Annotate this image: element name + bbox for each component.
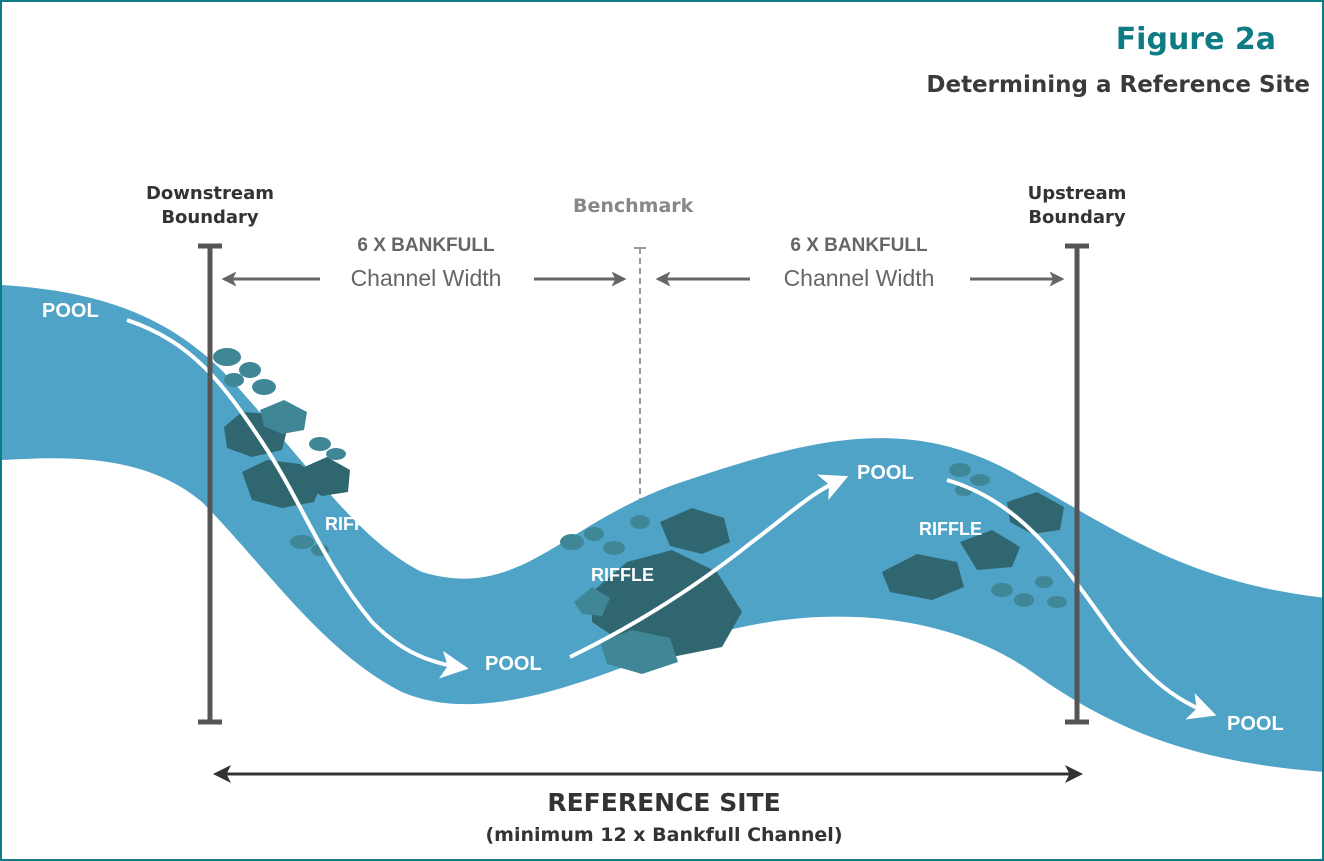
riffle-rocks-right (882, 463, 1067, 608)
flow-arrow-2 (569, 474, 849, 659)
pool-label: POOL (485, 653, 542, 675)
downstream-boundary-label: Downstream Boundary (145, 183, 275, 228)
figure-title: Figure 2a (1115, 22, 1276, 57)
bankfull-right-line2: Channel Width (783, 265, 935, 291)
riffle-label: RIFFLE (325, 514, 388, 534)
reference-site-subtitle: (minimum 12 x Bankfull Channel) (485, 824, 843, 846)
pool-label: POOL (1227, 713, 1284, 735)
upstream-boundary-label: Upstream Boundary (1027, 183, 1127, 228)
reference-site-title: REFERENCE SITE (547, 788, 781, 817)
pool-label: POOL (857, 462, 914, 484)
bankfull-left-line1: 6 X BANKFULL (357, 235, 495, 256)
bankfull-right-line1: 6 X BANKFULL (790, 235, 928, 256)
flow-arrow-3 (946, 478, 1217, 720)
flow-arrow-1 (126, 318, 469, 679)
riffle-label: RIFFLE (591, 565, 654, 585)
bankfull-left-line2: Channel Width (350, 265, 502, 291)
riffle-rocks-left (213, 348, 350, 556)
figure-subtitle: Determining a Reference Site (926, 72, 1310, 98)
pool-label: POOL (42, 300, 99, 322)
stream-channel (2, 285, 1322, 772)
riffle-label: RIFFLE (919, 519, 982, 539)
benchmark-label: Benchmark (573, 195, 694, 217)
